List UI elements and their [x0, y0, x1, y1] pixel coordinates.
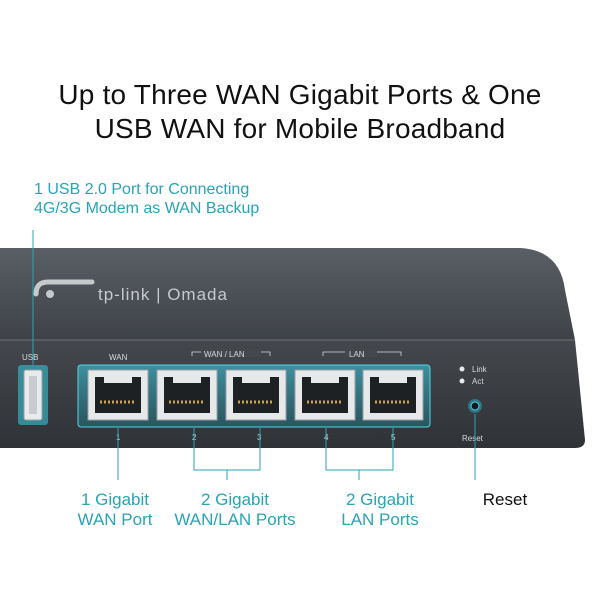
- lan-ports-label-line-2: LAN Ports: [341, 510, 419, 529]
- wanlan-ports-label: 2 Gigabit WAN/LAN Ports: [160, 490, 310, 530]
- reset-button: [470, 401, 480, 411]
- link-label: Link: [472, 365, 488, 374]
- ethernet-port-2: [156, 369, 218, 421]
- ethernet-port-5: [362, 369, 424, 421]
- usb-callout: 1 USB 2.0 Port for Connecting 4G/3G Mode…: [34, 180, 259, 218]
- link-led: [459, 366, 465, 372]
- ethernet-port-3: [225, 369, 287, 421]
- brand-logo: tp-link | Omada: [33, 279, 228, 304]
- wanlan-ports-label-line-2: WAN/LAN Ports: [174, 510, 296, 529]
- headline-line-2: USB WAN for Mobile Broadband: [94, 113, 506, 144]
- router-device: tp-link | Omada USB WAN WAN / LAN LAN: [0, 230, 585, 480]
- ethernet-port-4: [294, 369, 356, 421]
- wan-port-label: 1 Gigabit WAN Port: [40, 490, 190, 530]
- lan-label: LAN: [349, 350, 365, 359]
- ethernet-port-1: [87, 369, 149, 421]
- wan-port-label-line-2: WAN Port: [77, 510, 153, 529]
- headline: Up to Three WAN Gigabit Ports & One USB …: [0, 78, 600, 146]
- reset-chassis-label: Reset: [462, 434, 484, 443]
- lan-ports-label: 2 Gigabit LAN Ports: [305, 490, 455, 530]
- usb-callout-line-2: 4G/3G Modem as WAN Backup: [34, 200, 260, 217]
- brand-text: tp-link | Omada: [98, 285, 228, 304]
- usb-label: USB: [22, 353, 38, 362]
- chassis-top: [0, 248, 575, 340]
- wan-port-label-line-1: 1 Gigabit: [80, 490, 150, 509]
- reset-label-line-1: Reset: [482, 490, 528, 509]
- act-led: [459, 378, 465, 384]
- lan-ports-label-line-1: 2 Gigabit: [345, 490, 415, 509]
- wanlan-ports-label-line-1: 2 Gigabit: [200, 490, 270, 509]
- act-label: Act: [472, 377, 484, 386]
- usb-callout-line-1: 1 USB 2.0 Port for Connecting: [34, 181, 250, 198]
- wanlan-leader-line: [193, 428, 261, 480]
- reset-label: Reset: [455, 490, 555, 510]
- wan-label: WAN: [109, 353, 128, 362]
- headline-line-1: Up to Three WAN Gigabit Ports & One: [58, 79, 542, 110]
- wanlan-label: WAN / LAN: [204, 350, 245, 359]
- lan-leader-line: [325, 428, 394, 480]
